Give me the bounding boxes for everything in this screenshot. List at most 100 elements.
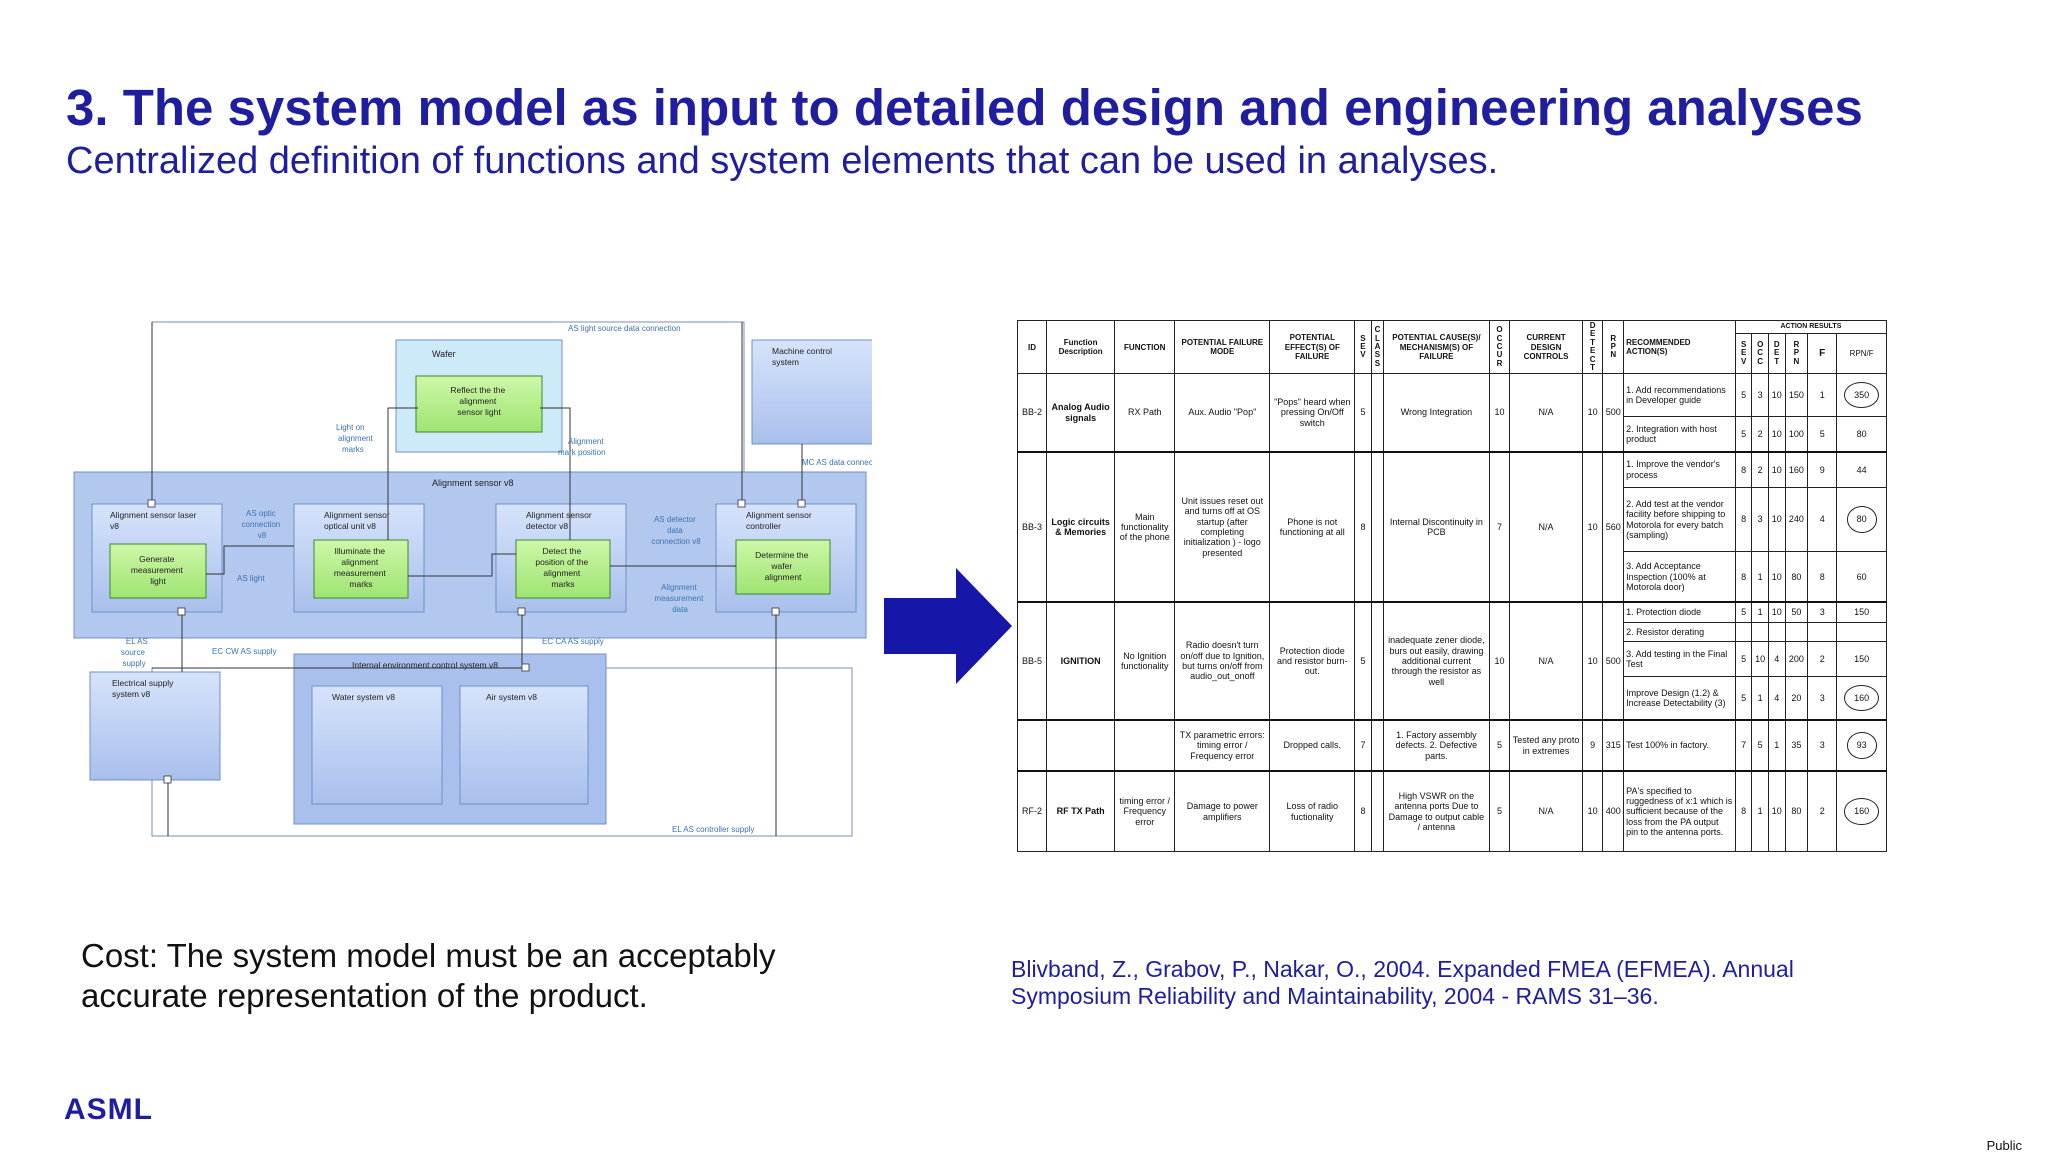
fmea-cell: 315 bbox=[1602, 718, 1625, 772]
fmea-cell: 10 bbox=[1767, 416, 1786, 453]
fmea-cell: 1. Improve the vendor's process bbox=[1623, 450, 1736, 488]
fmea-cell: 10 bbox=[1767, 373, 1786, 418]
circled-value: 80 bbox=[1846, 506, 1877, 533]
fmea-cell: N/A bbox=[1509, 450, 1583, 603]
flow-ec-ca: EC CA AS supply bbox=[542, 637, 604, 646]
fmea-cell bbox=[1370, 718, 1385, 772]
col-actions: RECOMMENDED ACTION(S) bbox=[1623, 319, 1736, 375]
fmea-cell: Damage to power amplifiers bbox=[1174, 770, 1271, 853]
flow-alignment-meas-data: Alignment measurement data bbox=[654, 583, 705, 614]
fmea-cell: 240 bbox=[1784, 486, 1809, 553]
detector-label: Alignment sensor detector v8 bbox=[526, 510, 594, 531]
determine-label: Determine the wafer alignment bbox=[755, 550, 811, 582]
rpn-f-value: 150 bbox=[1854, 653, 1870, 664]
fmea-cell: 20 bbox=[1784, 675, 1809, 721]
fmea-cell: 5 bbox=[1734, 675, 1753, 721]
fmea-cell: 2 bbox=[1807, 641, 1838, 677]
asml-logo: ASML bbox=[64, 1093, 153, 1126]
fmea-cell: 10 bbox=[1767, 601, 1786, 623]
fmea-cell: 10 bbox=[1581, 450, 1604, 603]
fmea-cell: 1. Factory assembly defects. 2. Defectiv… bbox=[1383, 718, 1490, 772]
fmea-cell bbox=[1784, 621, 1809, 643]
flow-light-on-marks: Light on alignment marks bbox=[336, 423, 375, 454]
air-system-block bbox=[459, 685, 589, 805]
fmea-cell: N/A bbox=[1509, 373, 1583, 453]
rpn-f-cell: 80 bbox=[1836, 416, 1887, 453]
fmea-cell: 5 bbox=[1734, 373, 1753, 418]
water-label: Water system v8 bbox=[332, 692, 395, 702]
fmea-cell: 10 bbox=[1751, 641, 1769, 677]
fmea-cell: 9 bbox=[1581, 718, 1604, 772]
fmea-cell: 8 bbox=[1734, 770, 1753, 853]
fmea-cell: 8 bbox=[1354, 770, 1372, 853]
detect-function bbox=[515, 539, 611, 599]
port-squares bbox=[147, 499, 806, 784]
col-id: ID bbox=[1017, 319, 1047, 375]
controller-label: Alignment sensor controller bbox=[746, 510, 814, 531]
fmea-cell: 10 bbox=[1488, 601, 1511, 721]
fmea-cell: 80 bbox=[1784, 551, 1809, 603]
fmea-cell: 1 bbox=[1751, 551, 1769, 603]
fmea-cell: 5 bbox=[1751, 718, 1769, 772]
fmea-cell: 7 bbox=[1354, 718, 1372, 772]
fmea-cell: 10 bbox=[1767, 486, 1786, 553]
classification-label: Public bbox=[1986, 1138, 2022, 1153]
rpn-f-cell: 60 bbox=[1836, 551, 1887, 603]
fmea-cell: 150 bbox=[1784, 373, 1809, 418]
fmea-cell: 4 bbox=[1807, 486, 1838, 553]
fmea-cell: Protection diode and resistor burn-out. bbox=[1269, 601, 1356, 721]
cost-note: Cost: The system model must be an accept… bbox=[81, 937, 776, 1014]
fmea-cell: Internal Discontinuity in PCB bbox=[1383, 450, 1490, 603]
fmea-cell: Tested any proto in extremes bbox=[1509, 718, 1583, 772]
system-model-diagram: Wafer Reflect the the alignment sensor l… bbox=[73, 321, 872, 837]
fmea-cell: IGNITION bbox=[1045, 601, 1116, 721]
fmea-cell: 1 bbox=[1751, 675, 1769, 721]
fmea-cell: 3 bbox=[1751, 486, 1769, 553]
fmea-row: 2. Resistor derating bbox=[1018, 621, 1887, 643]
fmea-cell: N/A bbox=[1509, 601, 1583, 721]
reflect-label: Reflect the the alignment sensor light bbox=[450, 385, 507, 417]
wafer-label: Wafer bbox=[432, 349, 456, 359]
col-causes: POTENTIAL CAUSE(S)/ MECHANISM(S) OF FAIL… bbox=[1383, 319, 1490, 375]
fmea-cell: inadequate zener diode, burs out easily,… bbox=[1383, 601, 1490, 721]
fmea-cell: BB-2 bbox=[1017, 373, 1047, 453]
fmea-cell: 3 bbox=[1751, 373, 1769, 418]
fmea-cell: 1 bbox=[1751, 770, 1769, 853]
fmea-cell bbox=[1734, 621, 1753, 643]
rpn-f-value: 150 bbox=[1854, 607, 1870, 618]
fmea-cell: 400 bbox=[1602, 770, 1625, 853]
fmea-row: 3. Add Acceptance Inspection (100% at Mo… bbox=[1018, 551, 1887, 603]
rpn-f-cell: 44 bbox=[1836, 450, 1887, 488]
rpn-f-cell: 160 bbox=[1836, 770, 1887, 853]
fmea-cell: 8 bbox=[1807, 551, 1838, 603]
fmea-cell: 7 bbox=[1734, 718, 1753, 772]
fmea-cell: 5 bbox=[1354, 601, 1372, 721]
fmea-cell: Phone is not functioning at all bbox=[1269, 450, 1356, 603]
fmea-cell: RX Path bbox=[1114, 373, 1176, 453]
fmea-cell: 5 bbox=[1488, 770, 1511, 853]
fmea-cell: 35 bbox=[1784, 718, 1809, 772]
air-label: Air system v8 bbox=[486, 692, 537, 702]
fmea-cell bbox=[1045, 718, 1116, 772]
fmea-cell bbox=[1370, 601, 1385, 721]
col-function: FUNCTION bbox=[1114, 319, 1176, 375]
fmea-cell: 4 bbox=[1767, 641, 1786, 677]
fmea-cell: 3 bbox=[1807, 601, 1838, 623]
fmea-cell: 10 bbox=[1767, 770, 1786, 853]
flow-el-as-controller: EL AS controller supply bbox=[672, 825, 754, 834]
fmea-cell: 10 bbox=[1767, 551, 1786, 603]
fmea-cell: 1 bbox=[1751, 601, 1769, 623]
rpn-f-cell: 80 bbox=[1836, 486, 1887, 553]
as-v8-label: Alignment sensor v8 bbox=[432, 478, 514, 488]
fmea-cell: "Pops" heard when pressing On/Off switch bbox=[1269, 373, 1356, 453]
fmea-cell: 160 bbox=[1784, 450, 1809, 488]
fmea-cell: 3. Add Acceptance Inspection (100% at Mo… bbox=[1623, 551, 1736, 603]
